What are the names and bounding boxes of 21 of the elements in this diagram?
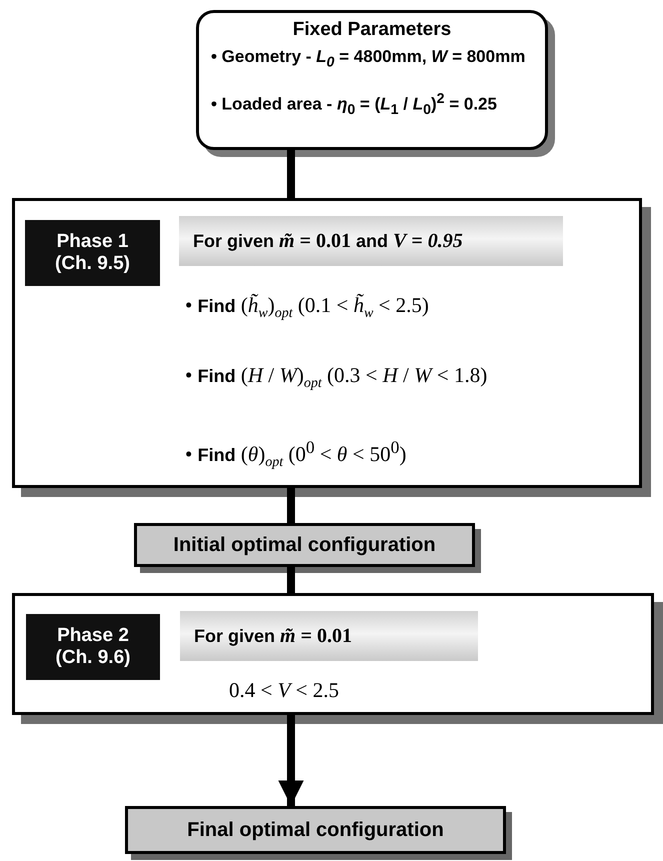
parameter-text: • Loaded area - η$_{0}$ = (L$_{1}$ / L$_{0}$)$^{2}$ = 0.25	[211, 91, 497, 118]
parameter-text: 0.4 < V < 2.5	[229, 678, 340, 703]
parameter-text: • Geometry - L$_{0}$ = 4800mm, W = 800mm	[211, 47, 526, 70]
connector-line	[287, 150, 295, 198]
phase-text: Phase 1 (Ch. 9.5)	[54, 231, 131, 275]
connector-line	[287, 488, 295, 523]
parameter-text: • Find (h̃$_{w}$)$_{opt}$ (0.1 < h̃$_{w}$ < 2.5)	[185, 293, 429, 322]
parameter-text: • Find (H / W)$_{opt}$ (0.3 < H / W < 1.8)	[185, 363, 488, 392]
condition-bar	[179, 216, 563, 266]
result-text: Initial optimal configuration	[173, 534, 436, 556]
condition-bar	[180, 611, 478, 661]
arrow	[278, 715, 304, 806]
result-text: Final optimal configuration	[187, 818, 444, 842]
parameter-text: • Find (θ)$_{opt}$ (0$^{0}$ < θ < 50$^{0}$)	[185, 437, 406, 472]
box-heading: Fixed Parameters	[292, 19, 452, 41]
phase-label	[25, 220, 160, 286]
connector-line	[287, 567, 295, 593]
phase-text: Phase 2 (Ch. 9.6)	[54, 625, 132, 669]
phase-label	[26, 614, 160, 680]
condition-text: For given m̃ = 0.01 and V = 0.95	[193, 230, 463, 252]
condition-text: For given m̃ = 0.01	[194, 624, 352, 648]
